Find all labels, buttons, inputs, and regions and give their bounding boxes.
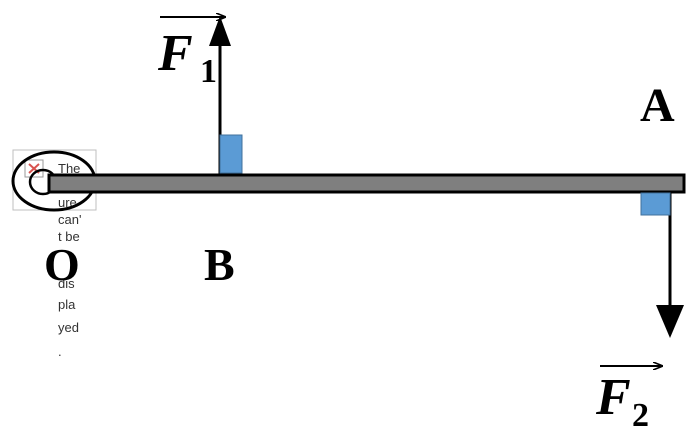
force-f1-label: F 1: [157, 17, 225, 90]
broken-image-line: dis: [58, 276, 75, 291]
force-f1-letter: F: [157, 25, 193, 82]
broken-image-line: .: [58, 344, 62, 359]
broken-image-line: pla: [58, 297, 76, 312]
force-f2-arrowhead: [656, 305, 684, 338]
broken-image-line: t be: [58, 229, 80, 244]
label-b: B: [204, 239, 235, 290]
label-a: A: [640, 79, 675, 132]
force-f2-label: F 2: [595, 366, 662, 434]
broken-image-line: yed: [58, 320, 79, 335]
force-f2-letter: F: [595, 369, 631, 426]
right-angle-marker-b: [219, 134, 243, 174]
broken-image-line: can': [58, 212, 81, 227]
broken-image-icon: [24, 159, 44, 178]
broken-image-line: The: [58, 161, 80, 176]
label-o: O: [44, 239, 80, 290]
force-f1-subscript: 1: [200, 53, 217, 90]
force-f2-subscript: 2: [632, 397, 649, 434]
right-angle-marker-a: [640, 192, 671, 216]
force-f1-arrowhead: [209, 16, 231, 46]
lever-bar: [47, 173, 686, 194]
